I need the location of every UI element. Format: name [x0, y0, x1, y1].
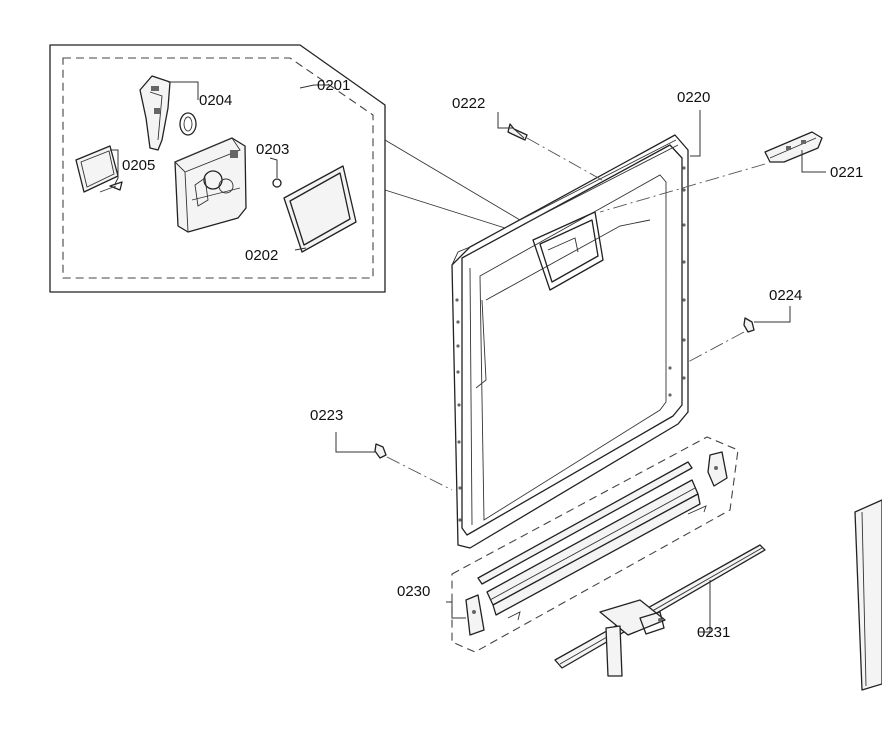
label-0204: 0204	[199, 92, 232, 109]
callout-0201: 0201	[299, 77, 350, 94]
part-0220-door-panel	[451, 134, 689, 549]
label-0220: 0220	[677, 89, 710, 106]
part-0201-dispenser	[174, 137, 282, 233]
part-0204-handle	[139, 75, 197, 151]
callout-0222: 0222	[452, 95, 514, 129]
door-edge-holes-left	[455, 298, 462, 522]
callout-0230: 0230	[397, 583, 466, 619]
label-0222: 0222	[452, 95, 485, 112]
label-0231: 0231	[697, 624, 730, 641]
part-0224-screw	[687, 317, 755, 363]
part-0202-gasket	[283, 165, 357, 253]
callout-0203: 0203	[256, 141, 289, 178]
callout-0223: 0223	[310, 407, 376, 453]
callout-0221: 0221	[801, 150, 863, 181]
callout-0205: 0205	[110, 149, 155, 185]
part-0230-bottom-rail-group	[451, 436, 739, 653]
label-0205: 0205	[122, 157, 155, 174]
part-0231-rail	[554, 544, 766, 677]
label-0201: 0201	[317, 77, 350, 94]
part-0223-screw	[374, 443, 453, 491]
callout-0204: 0204	[168, 81, 232, 109]
part-0221-latch	[599, 131, 823, 213]
door-edge-holes-right	[668, 166, 686, 397]
part-0205-plate	[75, 145, 123, 193]
callout-0202: 0202	[245, 247, 307, 264]
label-0202: 0202	[245, 247, 278, 264]
outer-door-panel-edge	[854, 499, 882, 691]
label-0203: 0203	[256, 141, 289, 158]
label-0224: 0224	[769, 287, 802, 304]
callout-0224: 0224	[754, 287, 802, 323]
detail-inset-0201	[49, 44, 521, 293]
label-0223: 0223	[310, 407, 343, 424]
label-0221: 0221	[830, 164, 863, 181]
part-0222-screw	[507, 123, 603, 181]
callout-0231: 0231	[697, 580, 730, 641]
callout-0220: 0220	[677, 89, 710, 157]
label-0230: 0230	[397, 583, 430, 600]
